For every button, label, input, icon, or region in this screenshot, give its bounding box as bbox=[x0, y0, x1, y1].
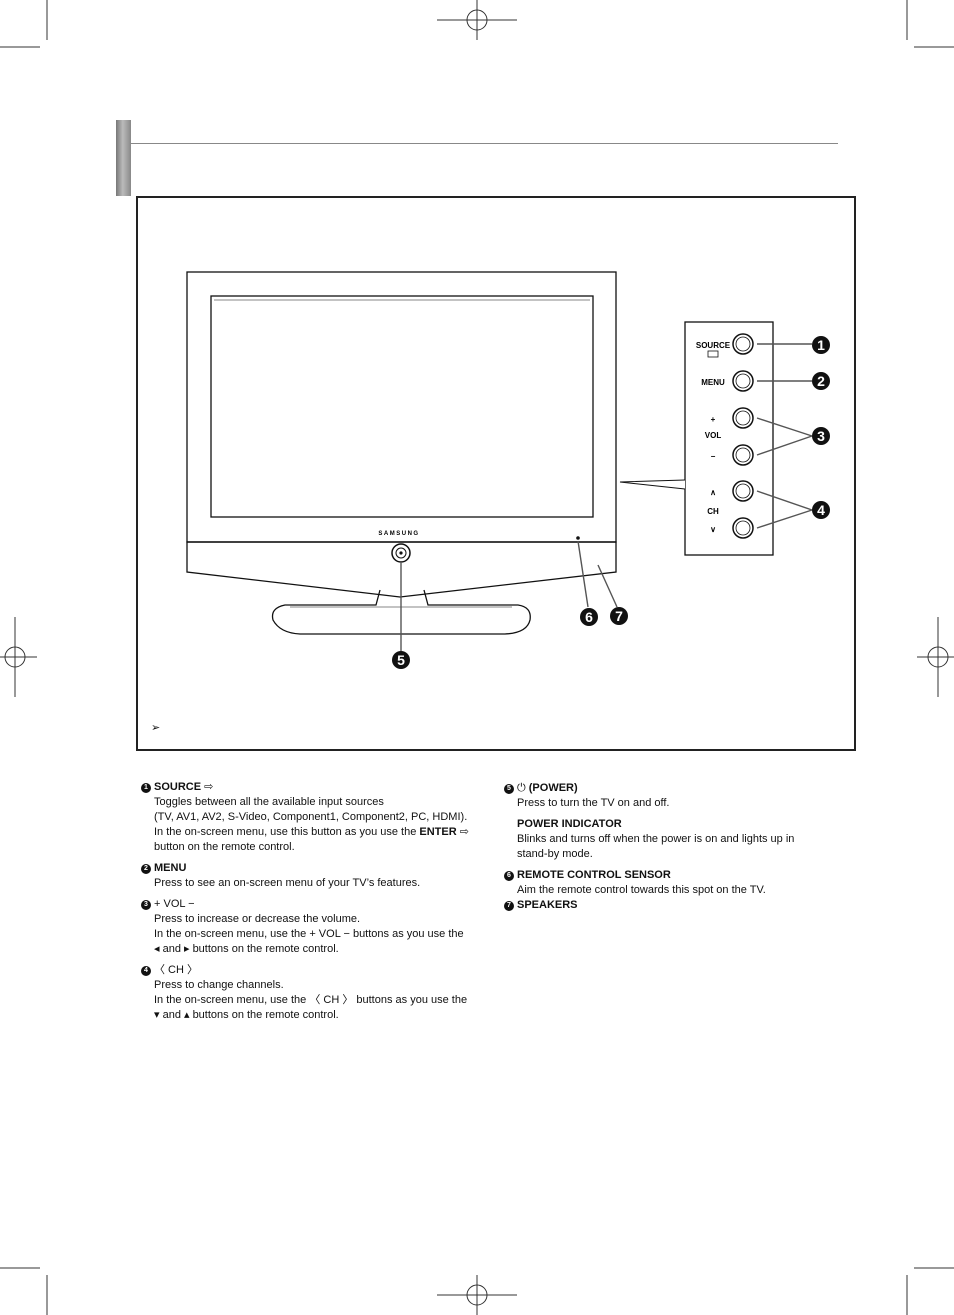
header-rule bbox=[131, 143, 838, 144]
item-vol-heading: 3+ VOL − bbox=[141, 897, 491, 912]
source-panel-label: SOURCE bbox=[696, 341, 731, 350]
item-text: Blinks and turns off when the power is o… bbox=[517, 833, 795, 845]
item-ch-heading: 4〈 CH 〉 bbox=[141, 963, 491, 978]
item-text: Press to change channels. bbox=[154, 979, 284, 991]
tv-stand bbox=[271, 589, 531, 635]
item-text: (TV, AV1, AV2, S-Video, Component1, Comp… bbox=[154, 811, 468, 823]
item-text: button on the remote control. bbox=[154, 841, 295, 853]
figure-frame bbox=[136, 196, 856, 751]
item-power-heading: 5⏻ (POWER) bbox=[504, 781, 824, 796]
power-indicator-heading: POWER INDICATOR bbox=[517, 818, 622, 830]
ch-up-label: ∧ bbox=[710, 488, 716, 497]
right-descriptions: 5⏻ (POWER) Press to turn the TV on and o… bbox=[504, 781, 824, 913]
callout-6: 6 bbox=[585, 609, 593, 625]
callout-7: 7 bbox=[615, 608, 623, 624]
vol-minus-label: − bbox=[711, 452, 716, 461]
item-text: Press to increase or decrease the volume… bbox=[154, 913, 361, 925]
brand-logo: SAMSUNG bbox=[378, 531, 419, 537]
note-marker: ➢ bbox=[151, 722, 161, 734]
side-control-panel bbox=[684, 321, 774, 556]
item-source-heading: 1 SOURCE ⇨ bbox=[141, 780, 491, 795]
vol-plus-label: + bbox=[711, 415, 716, 424]
power-button[interactable] bbox=[391, 543, 411, 563]
remote-sensor-dot bbox=[576, 536, 580, 540]
ch-panel-label: CH bbox=[707, 507, 719, 516]
enter-icon: ⇨ bbox=[459, 826, 469, 838]
item-text: Toggles between all the available input … bbox=[154, 796, 384, 808]
section-tab-bar bbox=[116, 120, 131, 196]
callout-4: 4 bbox=[817, 502, 825, 518]
item-text: In the on-screen menu, use the + VOL − b… bbox=[154, 928, 464, 940]
callout-5: 5 bbox=[397, 652, 405, 668]
power-icon bbox=[395, 547, 407, 559]
source-icon bbox=[707, 350, 719, 358]
source-icon: ⇨ bbox=[204, 781, 214, 793]
power-icon: ⏻ bbox=[517, 782, 526, 794]
item-text: stand-by mode. bbox=[517, 848, 593, 860]
item-text: Press to see an on-screen menu of your T… bbox=[154, 877, 421, 889]
left-descriptions: 1 SOURCE ⇨ Toggles between all the avail… bbox=[141, 780, 491, 1023]
item-text: ▾ and ▴ buttons on the remote control. bbox=[154, 1009, 339, 1021]
item-text: Aim the remote control towards this spot… bbox=[517, 884, 766, 896]
item-text: Press to turn the TV on and off. bbox=[517, 797, 670, 809]
callout-3: 3 bbox=[817, 428, 825, 444]
ch-down-label: ∨ bbox=[710, 525, 716, 534]
item-text: In the on-screen menu, use the 〈 CH 〉 bu… bbox=[154, 994, 468, 1006]
callout-1: 1 bbox=[817, 337, 825, 353]
tv-screen bbox=[210, 295, 594, 518]
item-text: ◂ and ▸ buttons on the remote control. bbox=[154, 943, 339, 955]
vol-panel-label: VOL bbox=[705, 431, 722, 440]
menu-panel-label: MENU bbox=[701, 378, 725, 387]
callout-2: 2 bbox=[817, 373, 825, 389]
item-text: In the on-screen menu, use this button a… bbox=[154, 826, 469, 838]
